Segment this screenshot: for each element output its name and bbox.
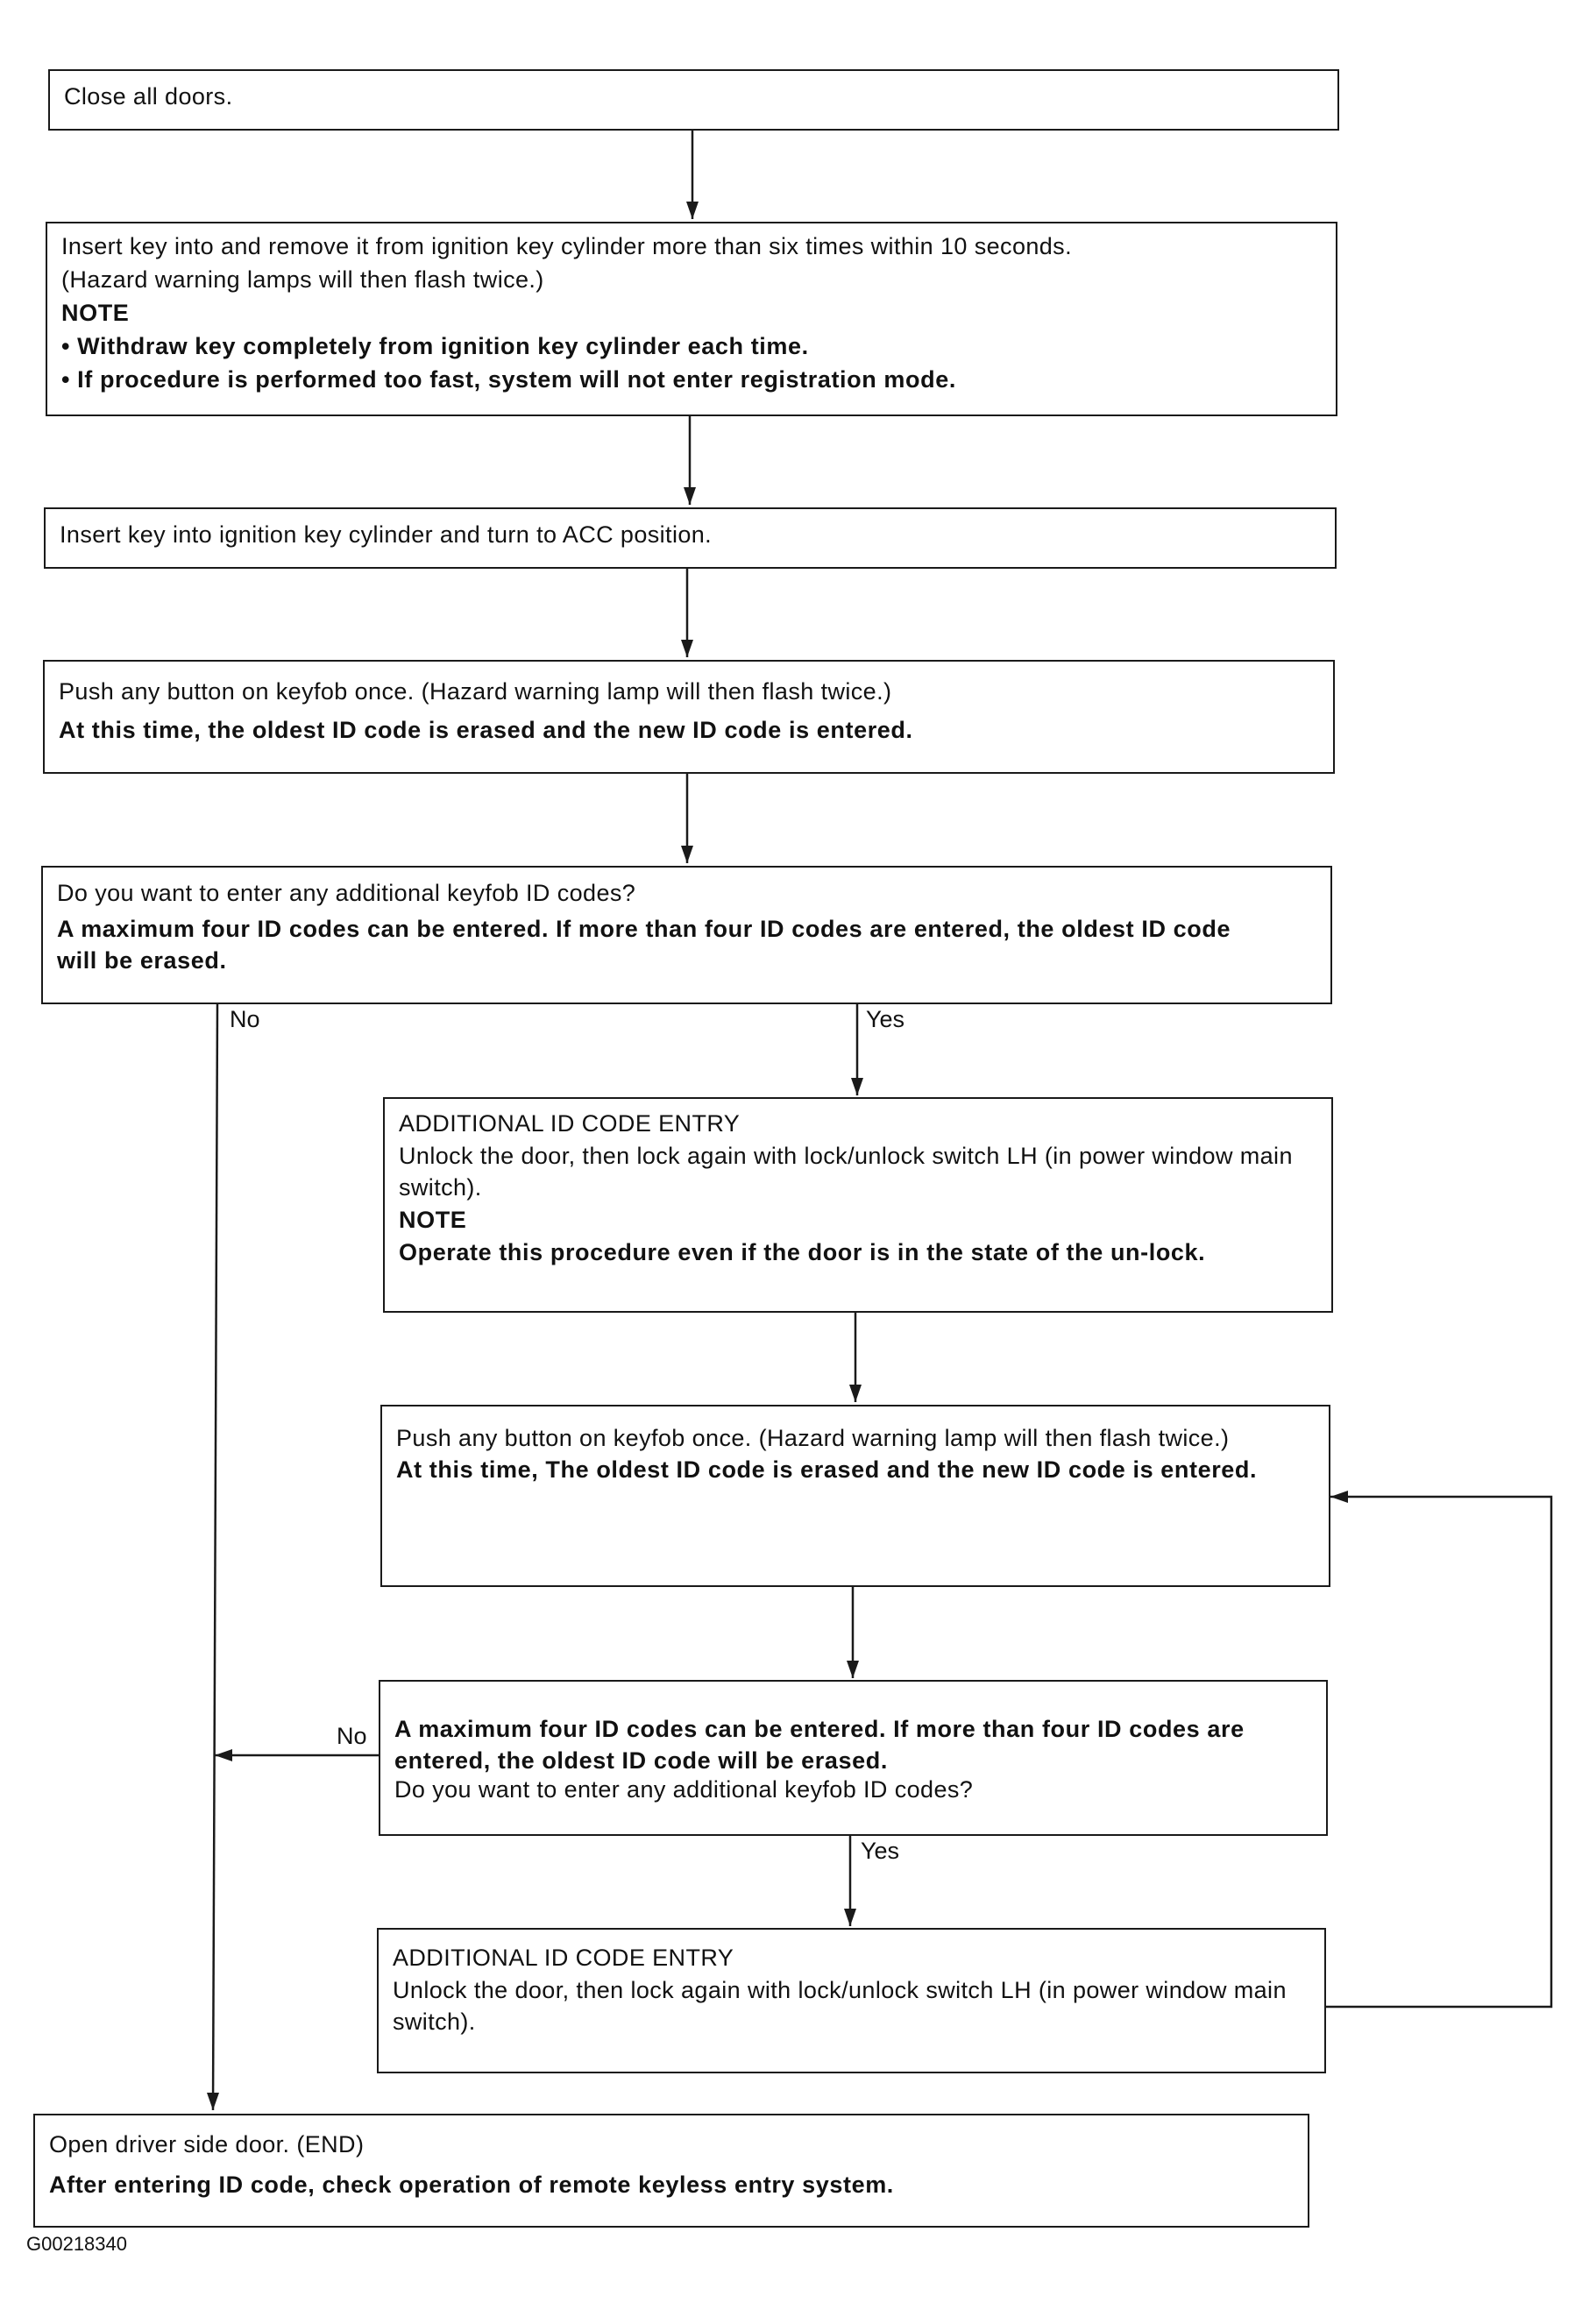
step-close-doors: Close all doors. [48, 69, 1339, 131]
step-push-keyfob-loop: Push any button on keyfob once. (Hazard … [380, 1405, 1330, 1587]
decision-additional-codes-loop: A maximum four ID codes can be entered. … [379, 1680, 1328, 1836]
decision-additional-codes: Do you want to enter any additional keyf… [41, 866, 1332, 1004]
label-no-1: No [230, 1006, 260, 1032]
arrow-no-main [211, 1003, 219, 2111]
additional-id-code-entry-1: ADDITIONAL ID CODE ENTRY Unlock the door… [383, 1097, 1333, 1313]
step-push-keyfob-button: Push any button on keyfob once. (Hazard … [43, 660, 1335, 774]
label-yes-1: Yes [866, 1006, 905, 1032]
step-open-driver-door-end: Open driver side door. (END) After enter… [33, 2114, 1309, 2228]
figure-code: G00218340 [26, 2233, 127, 2255]
step-insert-remove-key: Insert key into and remove it from ignit… [46, 222, 1337, 416]
loop-back [1325, 1495, 1553, 2009]
label-no-2: No [337, 1723, 367, 1749]
label-yes-2: Yes [861, 1838, 900, 1864]
step-turn-to-acc: Insert key into ignition key cylinder an… [44, 507, 1337, 569]
additional-id-code-entry-2: ADDITIONAL ID CODE ENTRY Unlock the door… [377, 1928, 1326, 2073]
